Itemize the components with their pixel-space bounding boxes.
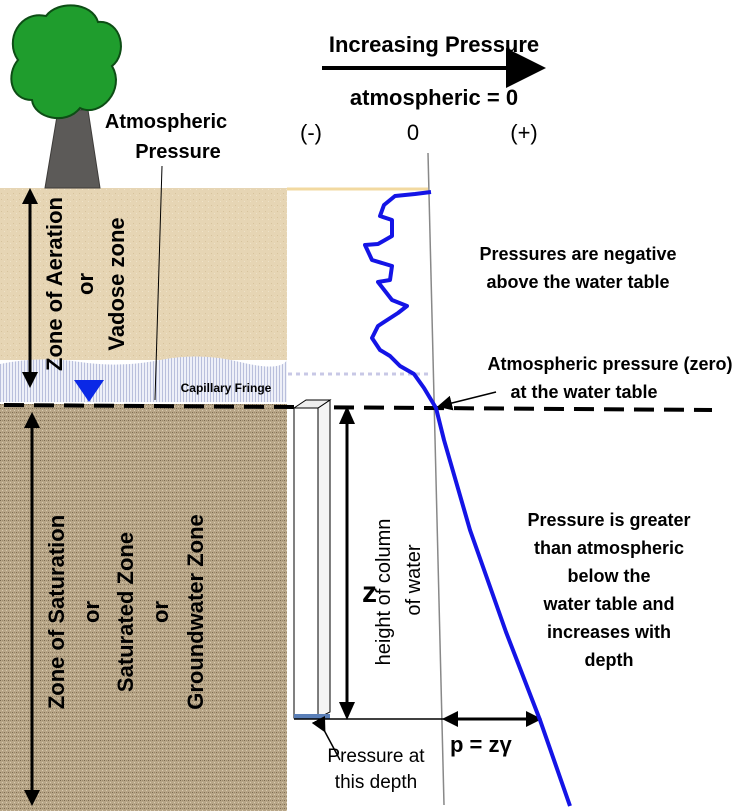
- title-increasing-pressure: Increasing Pressure: [329, 32, 539, 57]
- atmospheric-pressure-label-line2: Pressure: [135, 141, 221, 163]
- column-height-label-line1: height of column: [373, 519, 395, 666]
- atmospheric-pressure-pointer: [154, 165, 163, 401]
- z-label: z: [362, 576, 377, 609]
- capillary-fringe-band: [0, 356, 287, 402]
- groundwater-zone-label: Groundwater Zone: [183, 514, 208, 710]
- capillary-fringe-label: Capillary Fringe: [181, 381, 272, 395]
- atmospheric-pressure-label-line1: Atmospheric: [105, 111, 227, 133]
- zone-of-aeration-label: Zone of Aeration: [42, 197, 67, 371]
- atmospheric-water-table-note-line1: Atmospheric pressure (zero): [487, 354, 732, 374]
- pressure-depth-pointer: [311, 715, 341, 761]
- tick-negative: (-): [300, 120, 322, 145]
- greater-pressure-note-line: depth: [585, 650, 634, 670]
- greater-pressure-note-line: Pressure is greater: [527, 510, 690, 530]
- pressure-depth-label-line1: Pressure at: [327, 746, 425, 767]
- water-column-icon: [292, 399, 332, 719]
- pressure-formula-label: p = zγ: [450, 732, 513, 757]
- vadose-zone-depth-arrow: [22, 188, 38, 388]
- tick-positive: (+): [510, 120, 538, 145]
- saturated-zone-depth-arrow: [24, 412, 40, 806]
- tree-icon: [10, 4, 122, 189]
- saturated-zone-soil: [0, 404, 287, 811]
- or-label-3: or: [148, 601, 173, 623]
- or-label-1: or: [73, 273, 98, 295]
- tick-zero: 0: [407, 120, 419, 145]
- atmospheric-water-table-note-line2: at the water table: [510, 382, 657, 402]
- pressure-curve: [363, 190, 572, 807]
- or-label-2: or: [79, 601, 104, 623]
- atmospheric-equals-zero: atmospheric = 0: [350, 85, 518, 110]
- negative-pressure-note-line2: above the water table: [486, 272, 669, 292]
- greater-pressure-note-line: below the: [567, 566, 650, 586]
- greater-pressure-note-line: increases with: [547, 622, 671, 642]
- vadose-zone-soil: [0, 188, 287, 360]
- zone-of-saturation-label: Zone of Saturation: [44, 515, 69, 709]
- water-table-triangle-icon: [74, 380, 104, 402]
- atmospheric-water-table-pointer: [437, 391, 497, 411]
- zero-pressure-axis: [427, 152, 445, 806]
- greater-pressure-note-line: than atmospheric: [534, 538, 684, 558]
- column-height-arrow: [339, 406, 355, 720]
- pressure-magnitude-arrow: [442, 711, 542, 727]
- negative-pressure-note-line1: Pressures are negative: [479, 244, 676, 264]
- column-height-label-line2: of water: [403, 544, 425, 615]
- greater-pressure-note: Pressure is greater than atmospheric bel…: [527, 510, 690, 670]
- pressure-depth-label-line2: this depth: [335, 772, 417, 793]
- vadose-zone-label: Vadose zone: [104, 217, 129, 350]
- greater-pressure-note-line: water table and: [542, 594, 674, 614]
- saturated-zone-label: Saturated Zone: [113, 532, 138, 692]
